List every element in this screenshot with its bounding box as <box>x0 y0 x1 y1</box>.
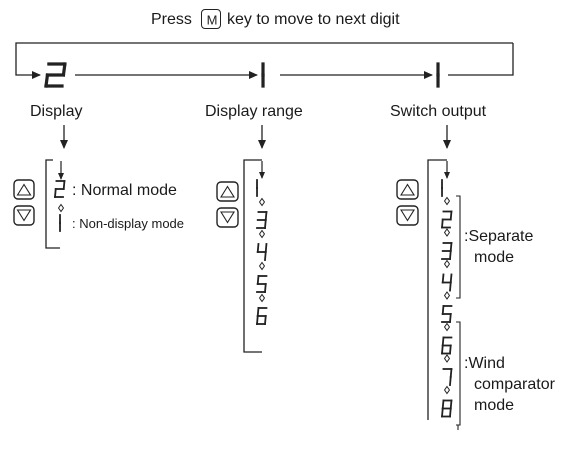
m-key-icon: M <box>201 9 221 29</box>
up-triangle-key-icon <box>13 179 35 200</box>
down-triangle-key-icon <box>13 205 35 226</box>
display-range-value-3: 3 <box>256 211 268 229</box>
display-range-value-6: 6 <box>256 307 268 325</box>
non-display-mode-text: Non-display mode <box>79 216 185 231</box>
switch-output-value-8: 8 <box>441 399 453 418</box>
normal-mode-label: : Normal mode <box>72 182 177 199</box>
diamond-icon <box>443 228 451 237</box>
diamond-icon <box>443 291 451 300</box>
separate-mode-label-1: :Separate <box>464 228 534 245</box>
instruction-prefix: Press <box>151 11 192 28</box>
diamond-icon <box>258 261 266 271</box>
down-triangle-key-icon <box>216 207 239 228</box>
display-value-2: 2 <box>54 180 66 198</box>
switch-output-value-4: 4 <box>441 273 453 292</box>
diamond-icon <box>443 354 451 363</box>
svg-text:M: M <box>207 13 218 28</box>
up-triangle-key-icon <box>396 179 419 200</box>
wind-mode-label-2: comparator <box>474 376 555 393</box>
diamond-icon <box>258 229 266 239</box>
display-label: Display <box>30 103 83 120</box>
display-range-value-4: 4 <box>256 243 268 261</box>
switch-output-value-6: 6 <box>441 336 453 355</box>
non-display-mode-label: : Non-display mode <box>72 216 185 231</box>
normal-mode-text: Normal mode <box>80 182 177 199</box>
down-triangle-key-icon <box>396 205 419 226</box>
switch-output-value-3: 3 <box>441 242 453 260</box>
instruction-suffix: key to move to next digit <box>227 11 400 28</box>
switch-output-value-5: 5 <box>441 305 453 323</box>
separate-mode-label-2: mode <box>474 249 515 266</box>
switch-output-value-7: 7 <box>442 368 453 386</box>
wind-mode-label-3: mode <box>474 397 515 414</box>
display-range-label: Display range <box>205 103 303 120</box>
top-digit-1: 2 <box>44 62 67 88</box>
diamond-icon <box>443 259 451 269</box>
up-triangle-key-icon <box>216 181 239 202</box>
diamond-icon <box>258 197 266 207</box>
switch-output-value-2: 2 <box>441 210 453 229</box>
display-range-value-5: 5 <box>256 275 268 293</box>
diamond-icon <box>258 293 266 303</box>
diamond-icon <box>57 203 65 213</box>
diamond-icon <box>443 322 451 332</box>
diamond-icon <box>443 385 451 395</box>
switch-output-label: Switch output <box>390 103 487 120</box>
diamond-icon <box>443 196 451 206</box>
wind-mode-label-1: :Wind <box>464 355 505 372</box>
